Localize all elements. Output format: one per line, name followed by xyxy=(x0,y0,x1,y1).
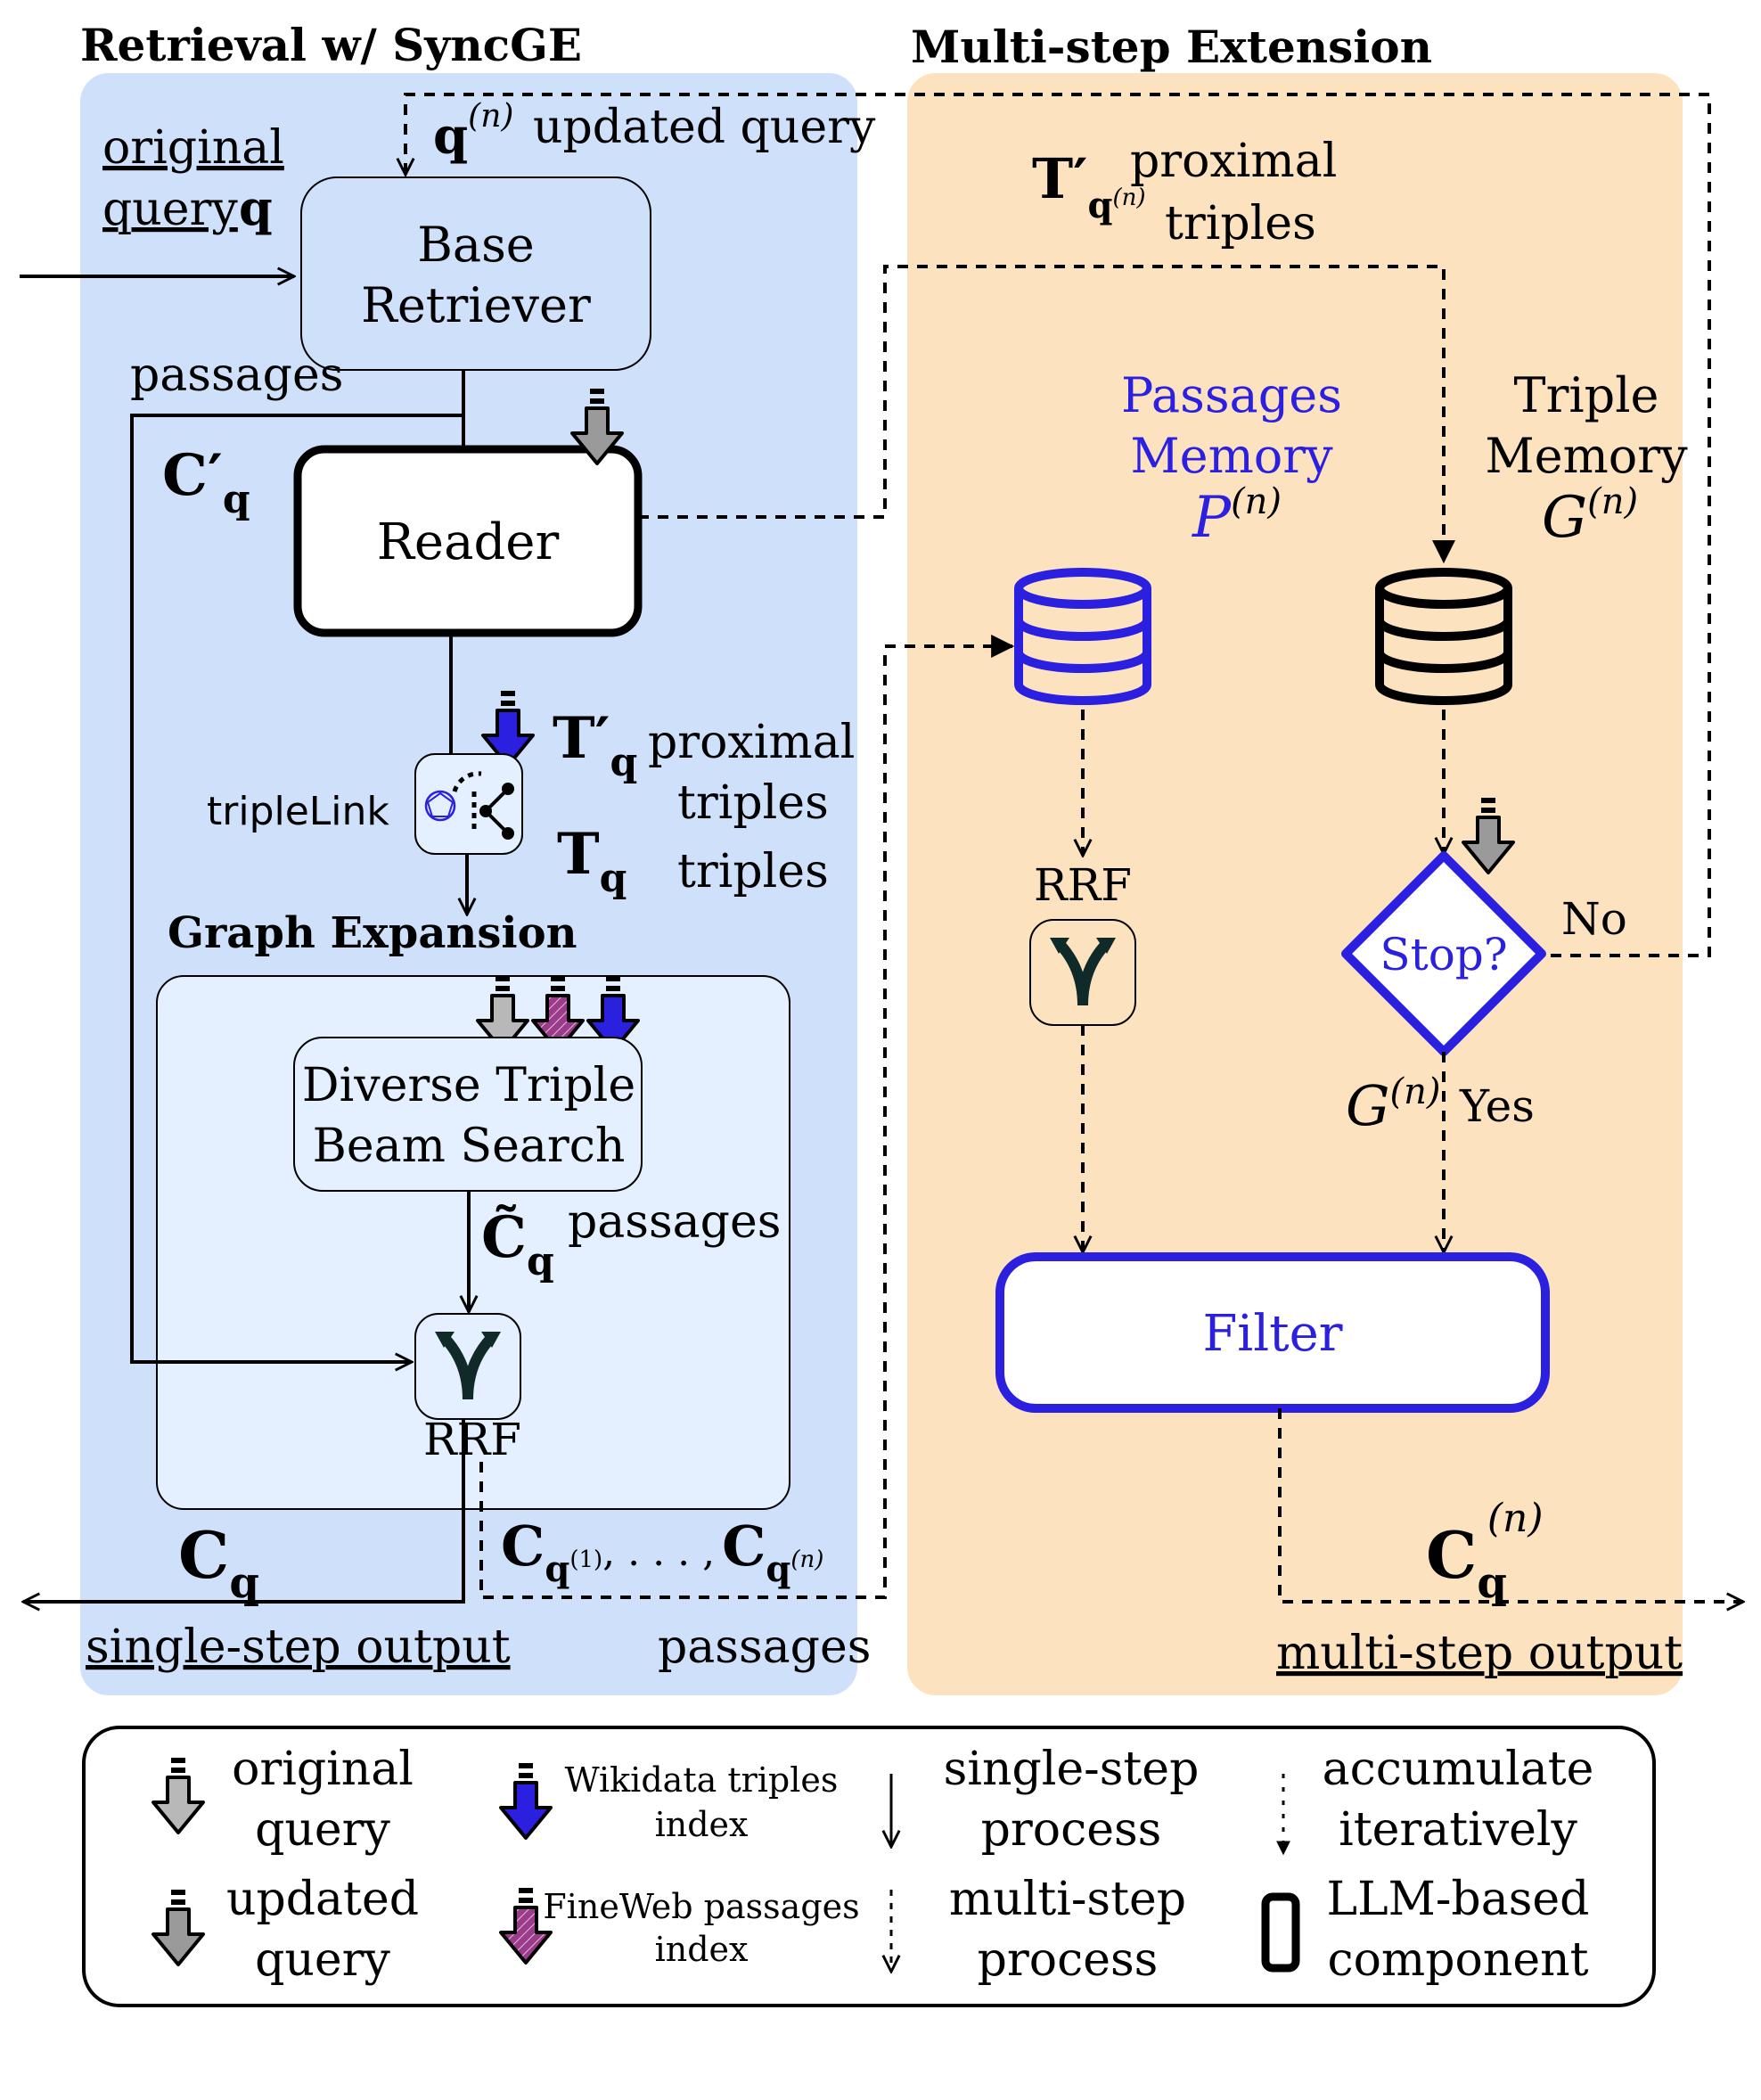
legend-wikidata-2: index xyxy=(655,1805,749,1844)
proximal-triples-label: triples xyxy=(677,776,829,830)
dtbs-label-1: Diverse Triple xyxy=(302,1059,635,1112)
triple-memory-database-icon xyxy=(1375,568,1512,705)
legend-original-1: original xyxy=(232,1743,414,1796)
c-tilde-passages-label: passages xyxy=(568,1195,781,1249)
t-prime-q-symbol: T′q xyxy=(553,705,637,785)
t-q-symbol: Tq xyxy=(557,821,627,901)
passages-memory-label-1: Passages xyxy=(1121,367,1342,423)
triplelink-label: tripleLink xyxy=(207,789,389,834)
proximal-label: proximal xyxy=(648,716,855,769)
triple-memory-label-2: Memory xyxy=(1485,428,1688,484)
legend-wikidata-1: Wikidata triples xyxy=(565,1760,839,1800)
rrf-right-merge-icon xyxy=(1029,919,1136,1026)
passages-memory-symbol: P(n) xyxy=(1192,481,1282,551)
c-sequence: Cq(1), . . . ,Cq(n) xyxy=(501,1513,823,1590)
triple-memory-symbol: G(n) xyxy=(1542,481,1638,551)
single-step-output-label: single-step output xyxy=(86,1620,511,1674)
multi-step-output-path xyxy=(1278,1408,1743,1602)
multistep-header: Multi-step Extension xyxy=(911,21,1432,73)
legend-accumulate-2: iteratively xyxy=(1339,1803,1577,1857)
right-proximal-label: proximal xyxy=(1130,135,1337,188)
legend-single-1: single-step xyxy=(944,1743,1200,1796)
c-prime-q-symbol: C′q xyxy=(162,442,250,522)
passages-bypass-path xyxy=(130,370,465,1362)
passages-label: passages xyxy=(130,349,343,402)
single-step-output-path xyxy=(23,1419,465,1602)
rrf-left-label: RRF xyxy=(423,1414,521,1465)
legend-updated-2: query xyxy=(255,1933,390,1987)
legend-llm-1: LLM-based xyxy=(1327,1873,1590,1926)
rrf-merge-icon xyxy=(414,1313,521,1420)
g-n-symbol: G(n) xyxy=(1346,1071,1441,1138)
accumulated-passages-label: passages xyxy=(658,1620,871,1674)
base-retriever-box xyxy=(300,176,651,371)
updated-query-symbol: q(n) xyxy=(433,98,513,166)
reader-to-triple-memory-path xyxy=(638,265,1455,564)
triples-label: triples xyxy=(677,845,829,898)
filter-box xyxy=(995,1252,1550,1413)
legend-multi-1: multi-step xyxy=(949,1873,1186,1926)
dtbs-label-2: Beam Search xyxy=(313,1120,626,1173)
original-query-line1: original xyxy=(102,121,284,175)
legend-multi-2: process xyxy=(978,1933,1159,1987)
filter-label: Filter xyxy=(1202,1305,1342,1363)
original-query-line2: query xyxy=(102,183,238,236)
c-tilde-q-symbol: C̃q xyxy=(481,1203,554,1284)
c-q-symbol: Cq xyxy=(178,1517,259,1608)
stop-label: Stop? xyxy=(1380,929,1507,980)
multi-step-output-label: multi-step output xyxy=(1276,1627,1683,1680)
legend-fineweb-1: FineWeb passages xyxy=(543,1887,859,1926)
rrf-right-label: RRF xyxy=(1034,859,1132,911)
legend-original-2: query xyxy=(255,1803,390,1857)
retrieval-header: Retrieval w/ SyncGE xyxy=(80,19,582,71)
reader-label: Reader xyxy=(377,513,560,571)
legend-accumulate-1: accumulate xyxy=(1323,1743,1594,1796)
legend-single-2: process xyxy=(981,1803,1162,1857)
updated-query-feedback-path xyxy=(405,93,1711,957)
passages-memory-label-2: Memory xyxy=(1130,428,1333,484)
accumulate-passages-path xyxy=(479,635,1015,1599)
original-query-symbol: q xyxy=(239,179,273,236)
triplelink-icon xyxy=(414,753,523,855)
yes-label: Yes xyxy=(1459,1080,1535,1132)
legend-fineweb-2: index xyxy=(655,1930,749,1969)
multistep-panel xyxy=(907,73,1683,1695)
legend-llm-2: component xyxy=(1328,1933,1589,1987)
reader-box xyxy=(293,445,643,637)
no-label: No xyxy=(1561,893,1627,945)
c-qn-symbol: Cq(n) xyxy=(1426,1496,1544,1608)
t-prime-qn-symbol: T′q(n) xyxy=(1032,146,1146,226)
legend-updated-1: updated xyxy=(226,1873,419,1926)
base-retriever-label-1: Base xyxy=(417,217,535,273)
passages-memory-database-icon xyxy=(1014,568,1151,705)
updated-query-label: updated query xyxy=(533,101,876,154)
right-triples-label: triples xyxy=(1165,197,1316,250)
graph-expansion-title: Graph Expansion xyxy=(168,908,577,958)
base-retriever-label-2: Retriever xyxy=(361,277,591,333)
legend-llm-component-icon xyxy=(1261,1892,1300,1973)
triple-memory-label-1: Triple xyxy=(1514,367,1659,423)
